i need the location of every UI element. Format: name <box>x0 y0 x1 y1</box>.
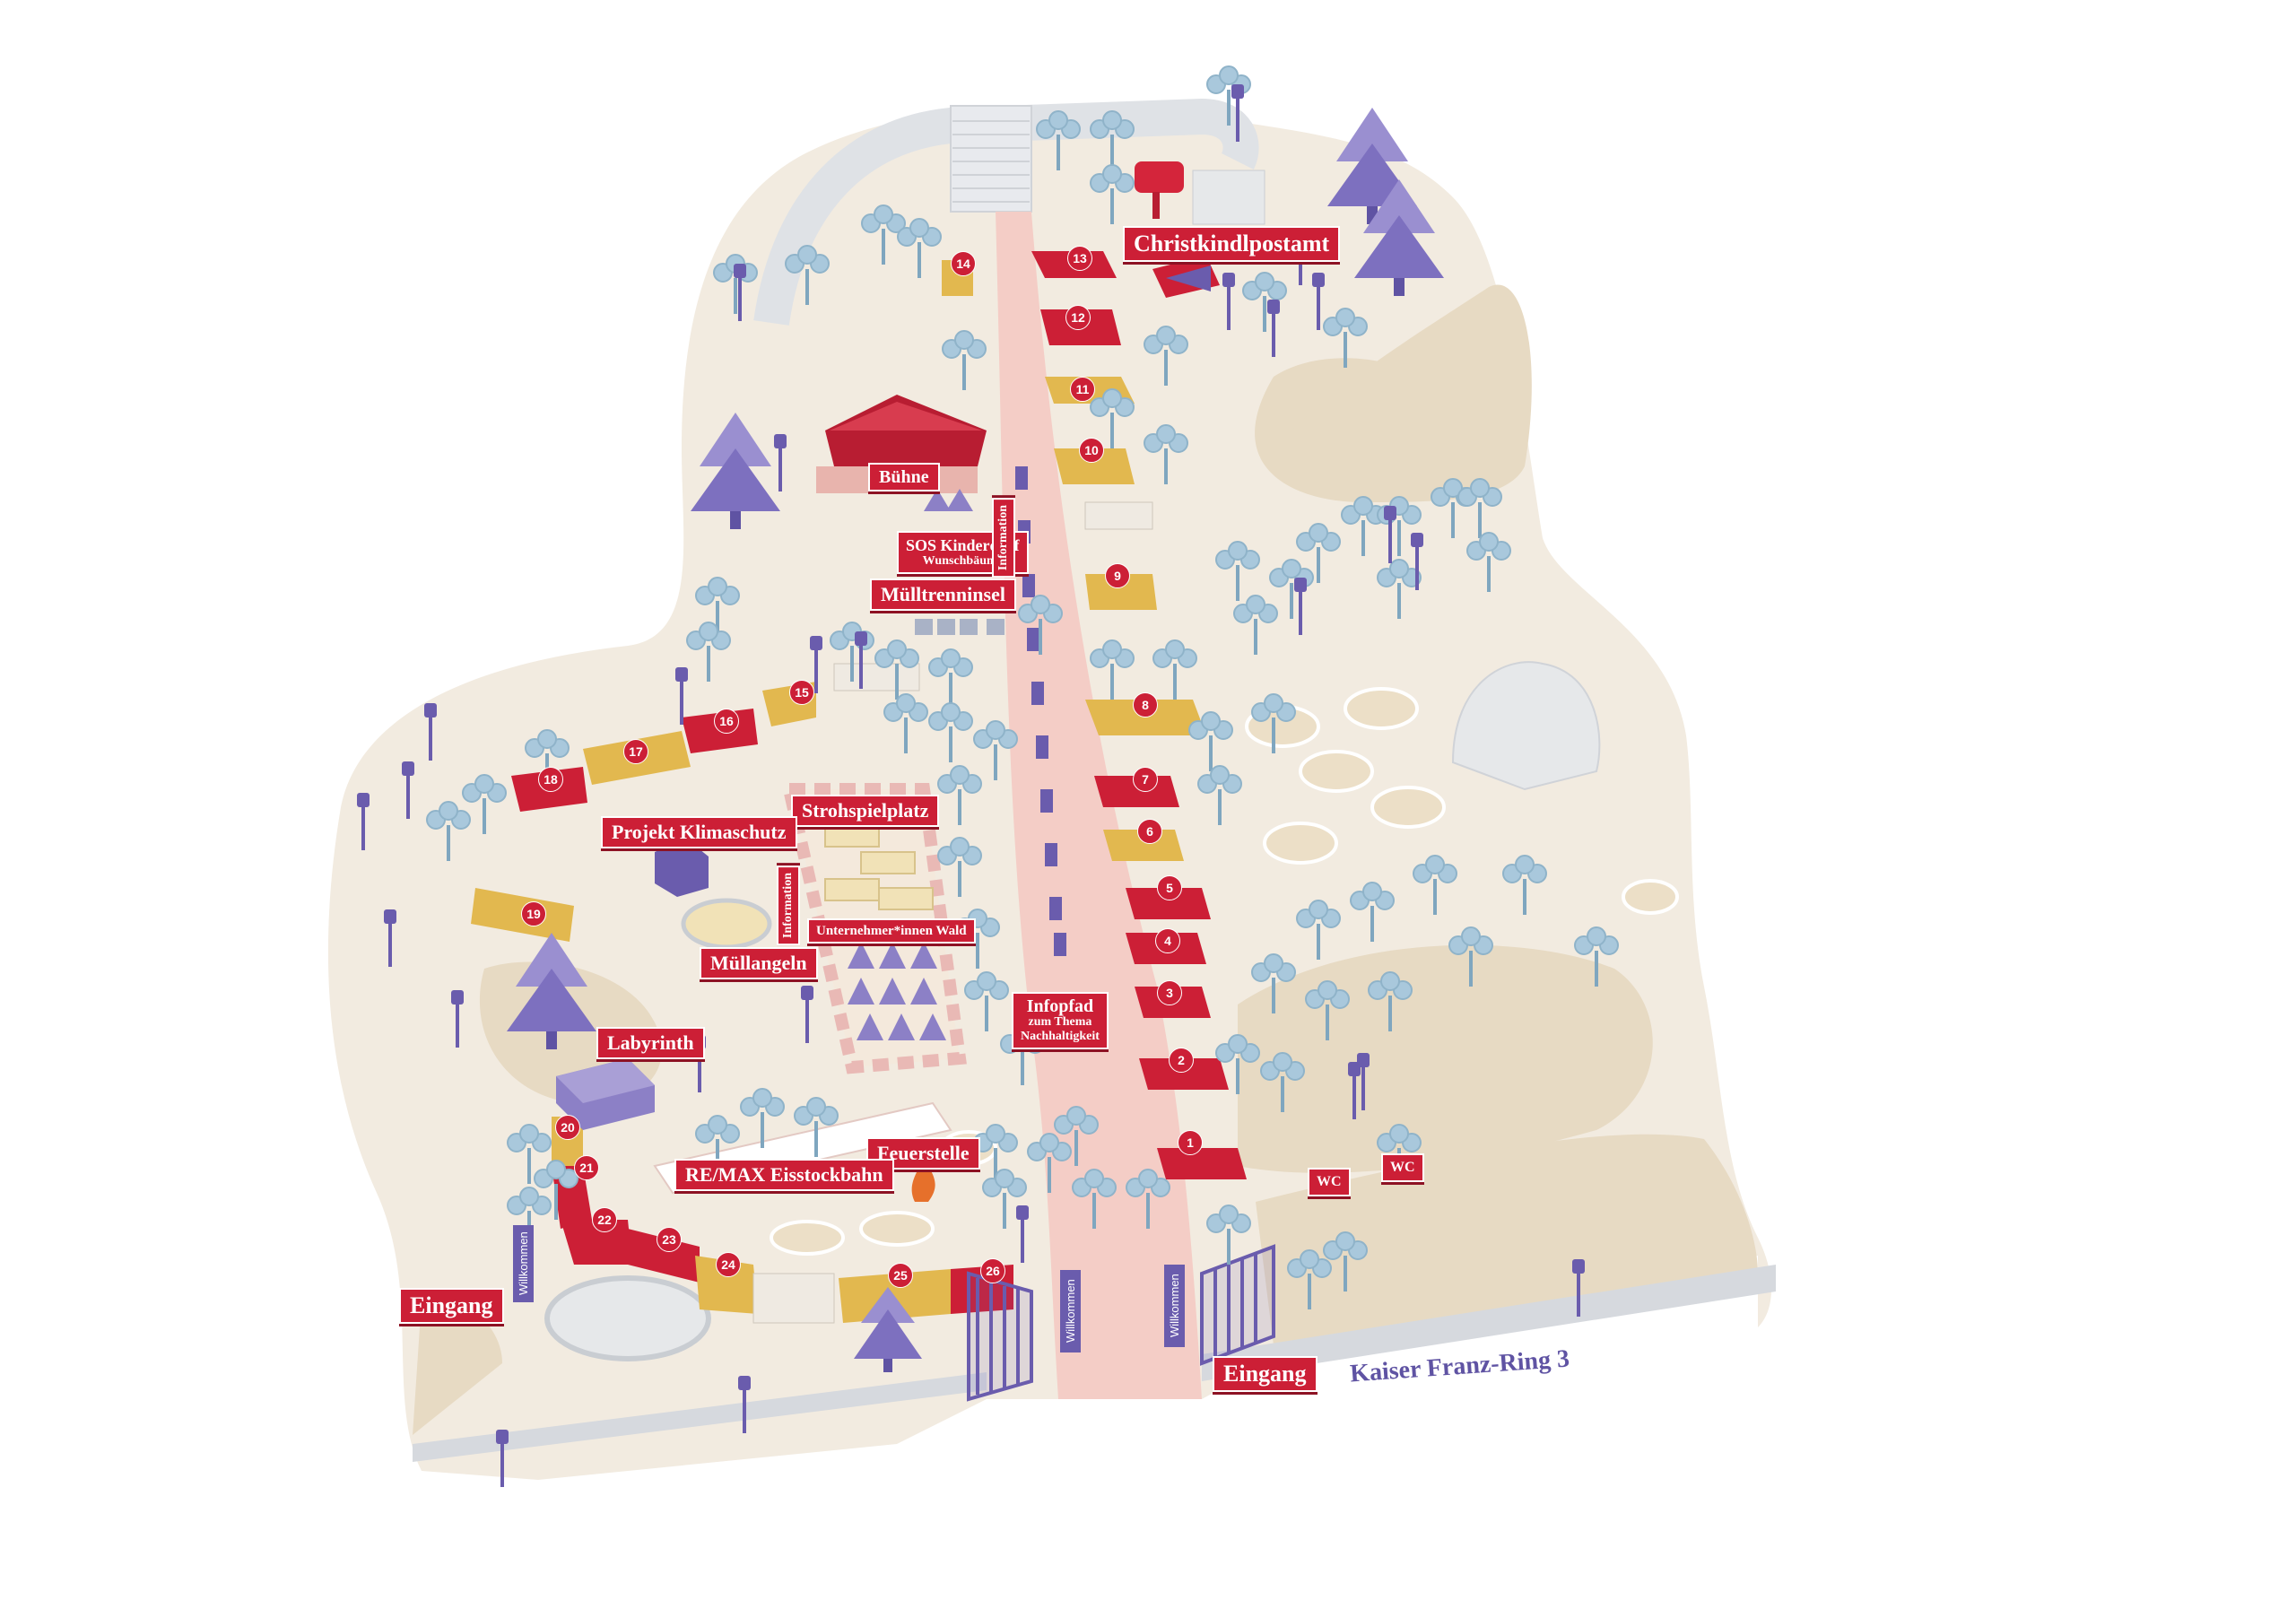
waste-bins <box>915 619 1004 635</box>
stand-number[interactable]: 13 <box>1067 246 1092 271</box>
stand-number[interactable]: 5 <box>1157 875 1182 900</box>
label-information-2[interactable]: Information <box>777 865 800 946</box>
stand-number[interactable]: 14 <box>951 251 976 276</box>
label-sos-title: SOS Kinderdorf <box>906 536 1020 554</box>
infopath-pillars <box>1015 466 1066 956</box>
stand-number[interactable]: 9 <box>1105 563 1130 588</box>
lawn-right <box>1292 284 1532 502</box>
welcome-sign-1: Willkommen <box>513 1225 534 1302</box>
gate-right <box>1200 1244 1275 1366</box>
stand-number[interactable]: 16 <box>714 709 739 734</box>
label-buehne[interactable]: Bühne <box>868 463 940 491</box>
label-eingang-left[interactable]: Eingang <box>399 1288 504 1324</box>
lawn-bottom-left <box>413 1299 502 1435</box>
label-eingang-right[interactable]: Eingang <box>1213 1356 1318 1392</box>
stand-number[interactable]: 20 <box>555 1115 580 1140</box>
stand-number[interactable]: 12 <box>1065 305 1091 330</box>
label-christkindlpostamt[interactable]: Christkindlpostamt <box>1123 226 1341 262</box>
label-infopfad[interactable]: Infopfad zum Thema Nachhaltigkeit <box>1012 992 1109 1049</box>
main-path <box>996 212 1202 1399</box>
label-muellangeln[interactable]: Müllangeln <box>700 947 818 979</box>
welcome-sign-2: Willkommen <box>1060 1270 1081 1352</box>
stand-number[interactable]: 18 <box>538 767 563 792</box>
post-office <box>1135 161 1265 298</box>
label-unternehmer-wald[interactable]: Unternehmer*innen Wald <box>807 918 976 944</box>
label-labyrinth[interactable]: Labyrinth <box>596 1027 705 1059</box>
gate-left <box>967 1271 1033 1402</box>
stairs <box>950 105 1032 213</box>
label-infopfad-sub2: Nachhaltigkeit <box>1021 1030 1100 1043</box>
stand-number[interactable]: 11 <box>1070 377 1095 402</box>
stand-number[interactable]: 19 <box>521 901 546 926</box>
stand-number[interactable]: 26 <box>980 1258 1005 1283</box>
blue-trees <box>426 65 1619 1309</box>
stand-number[interactable]: 1 <box>1178 1130 1203 1155</box>
fishing-pool <box>681 898 772 950</box>
label-infopfad-title: Infopfad <box>1026 996 1094 1016</box>
stand-number[interactable]: 25 <box>888 1263 913 1288</box>
stand-number[interactable]: 2 <box>1169 1048 1194 1073</box>
street-curb-right <box>1202 1265 1776 1381</box>
label-infopfad-sub1: zum Thema <box>1028 1015 1092 1029</box>
company-forest <box>848 942 946 1040</box>
label-projekt-klimaschutz[interactable]: Projekt Klimaschutz <box>601 816 797 848</box>
stand-number[interactable]: 15 <box>789 680 814 705</box>
ice-rink-left <box>544 1275 711 1361</box>
stand-number[interactable]: 10 <box>1079 438 1104 463</box>
stand-number[interactable]: 21 <box>574 1155 599 1180</box>
straw-bales <box>824 824 934 910</box>
labyrinth-model <box>556 1058 655 1130</box>
stand-number[interactable]: 7 <box>1133 767 1158 792</box>
label-strohspielplatz[interactable]: Strohspielplatz <box>791 795 940 827</box>
label-wc-1[interactable]: WC <box>1308 1168 1351 1196</box>
label-muelltrenninsel[interactable]: Mülltrenninsel <box>870 578 1016 611</box>
welcome-sign-3: Willkommen <box>1164 1265 1185 1347</box>
stand-number[interactable]: 17 <box>623 739 648 764</box>
label-eisstockbahn[interactable]: RE/MAX Eisstockbahn <box>674 1159 894 1191</box>
stand-number[interactable]: 8 <box>1133 692 1158 718</box>
stand-number[interactable]: 3 <box>1157 980 1182 1005</box>
stand-number[interactable]: 4 <box>1155 928 1180 953</box>
label-wc-2[interactable]: WC <box>1381 1153 1424 1182</box>
fir-trees <box>507 108 1444 1372</box>
stand-number[interactable]: 22 <box>592 1207 617 1232</box>
stand-number[interactable]: 23 <box>657 1227 682 1252</box>
dome <box>1451 661 1601 791</box>
label-information-1[interactable]: Information <box>992 498 1015 578</box>
climate-cube <box>655 839 709 897</box>
lawn-bottom-right <box>1256 1134 1758 1345</box>
street-curb-left <box>413 1372 987 1462</box>
label-sos-sub: Wunschbäume <box>922 554 1003 568</box>
stand-number[interactable]: 24 <box>716 1252 741 1277</box>
stand-number[interactable]: 6 <box>1137 819 1162 844</box>
